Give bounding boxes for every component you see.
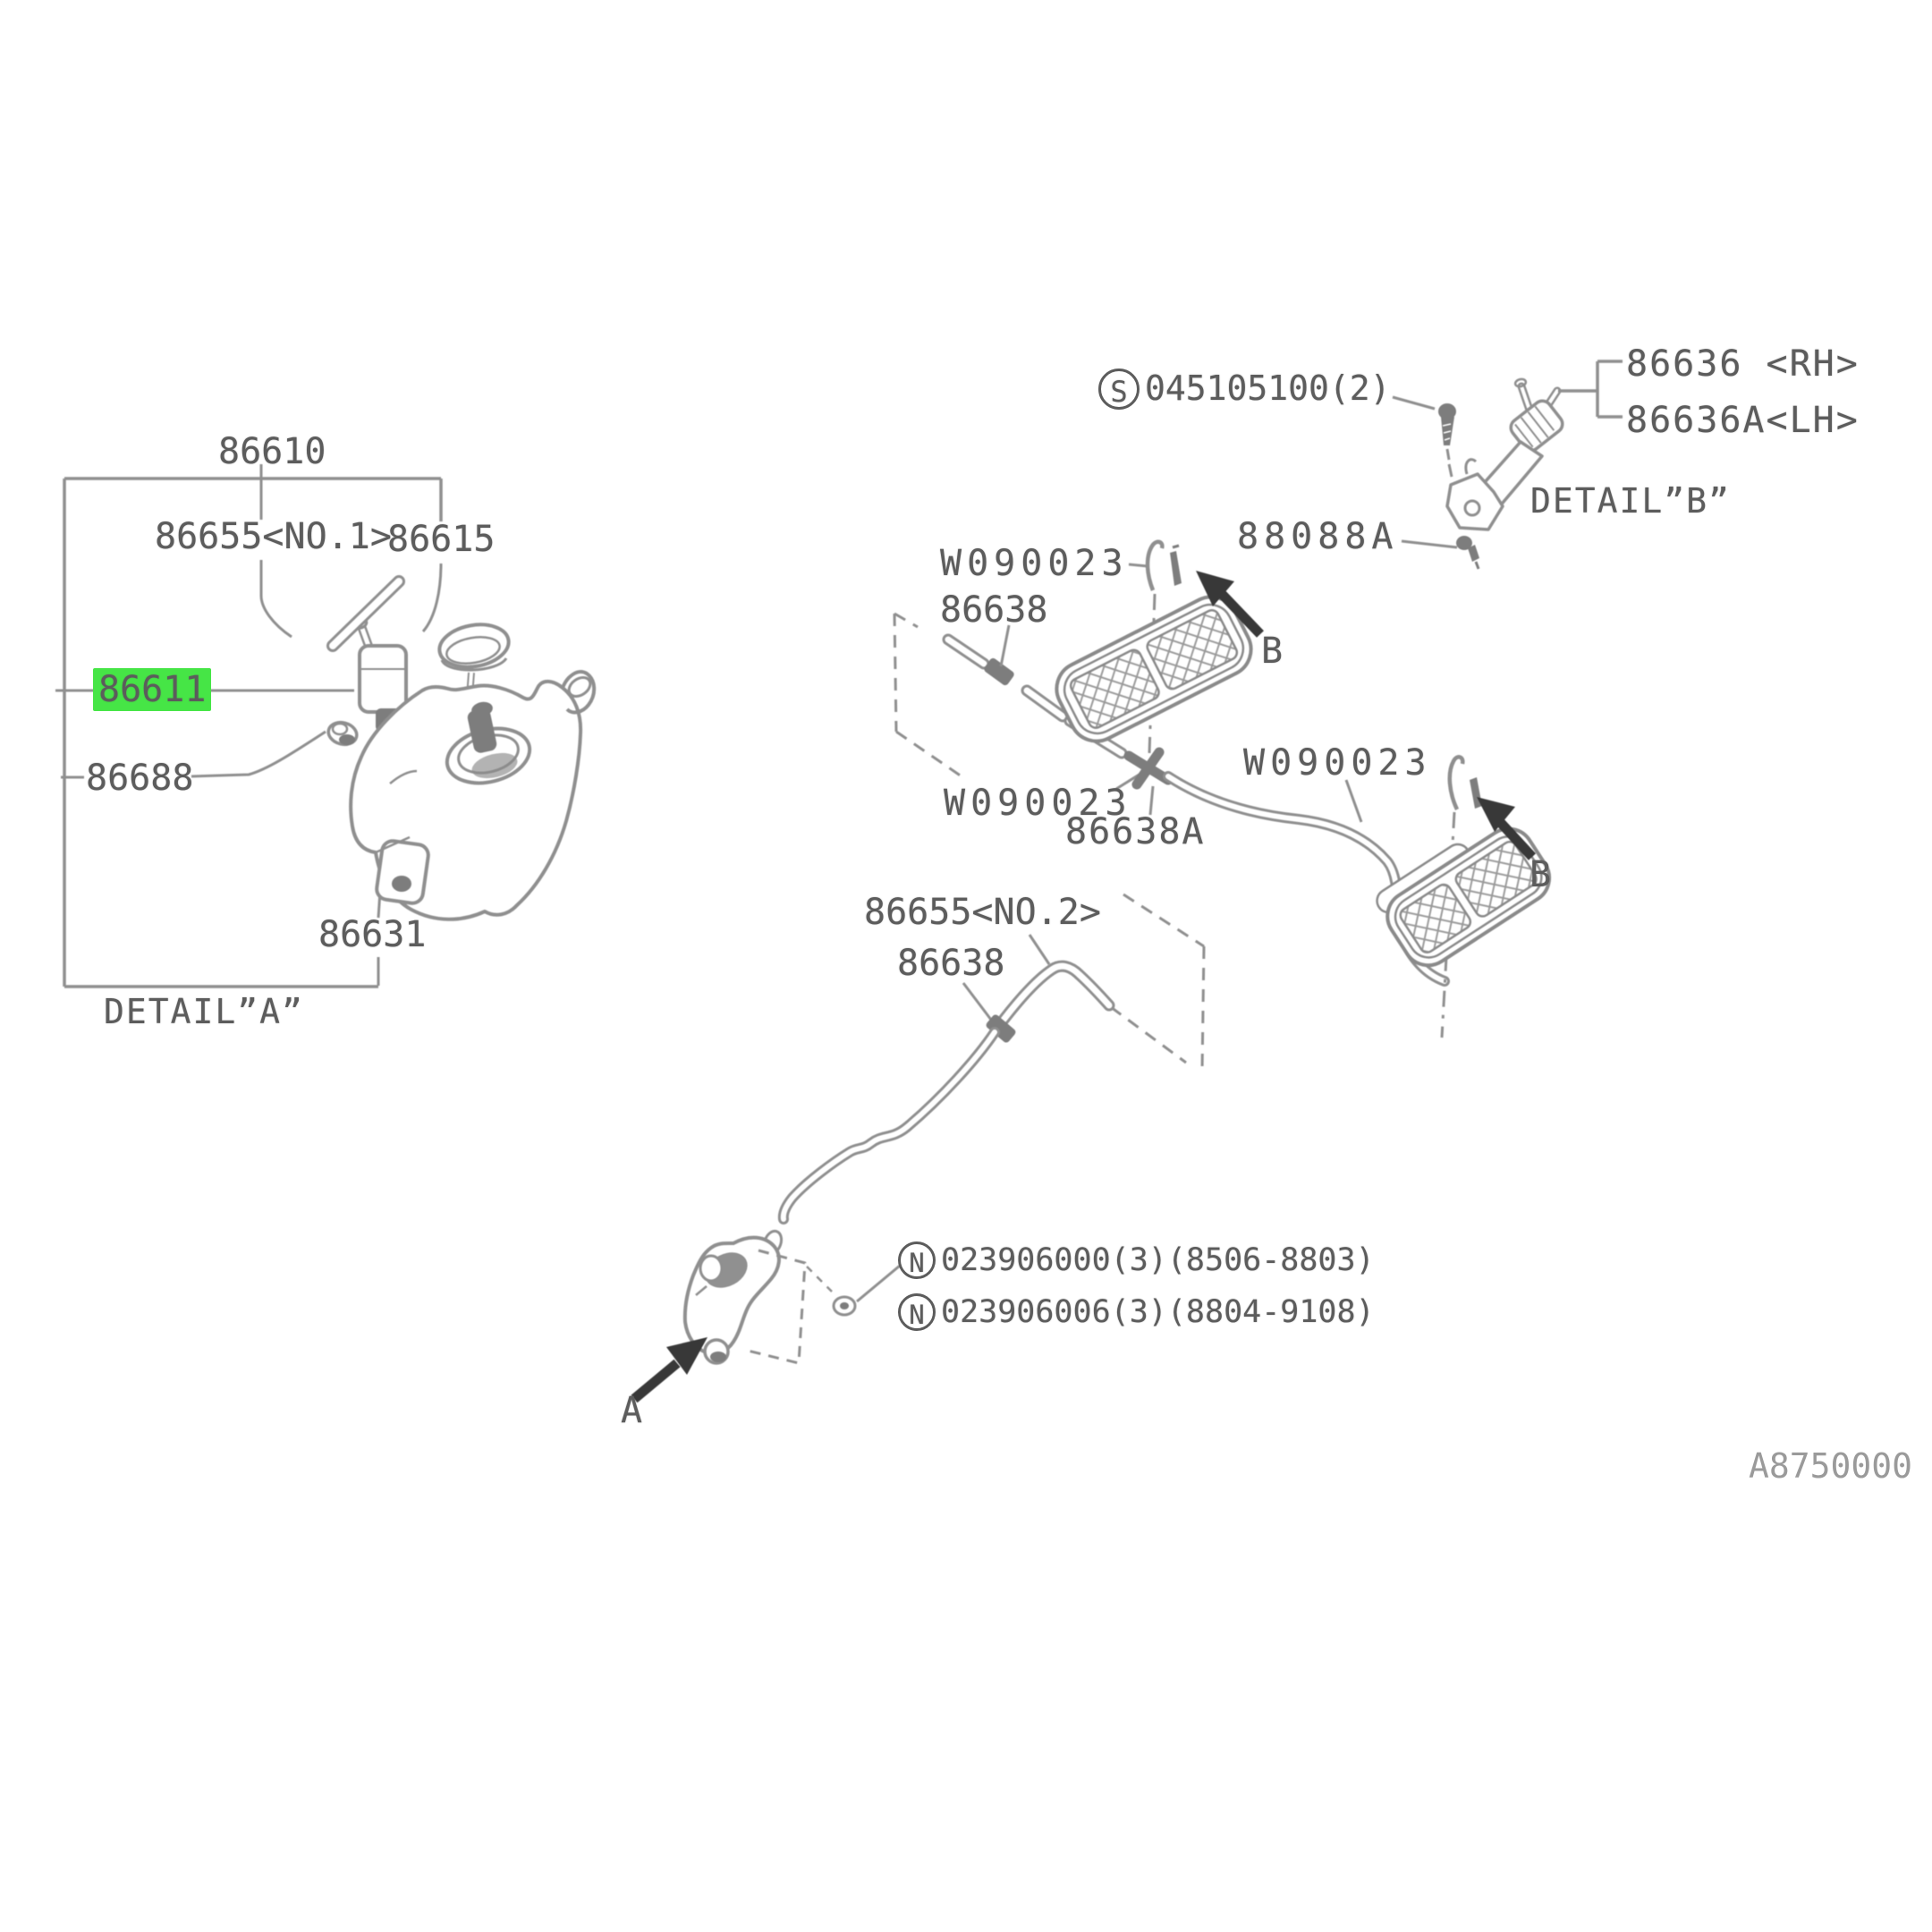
clip-pin-top-drawing bbox=[1145, 539, 1182, 591]
nozzle-right-drawing bbox=[1376, 826, 1552, 968]
part-label-86615: 86615 bbox=[387, 519, 496, 560]
grommet-drawing bbox=[326, 720, 359, 747]
bracket-label-lines bbox=[1558, 360, 1623, 419]
detail-a-box bbox=[63, 477, 443, 988]
screw-spec-number: 045105100(2) bbox=[1145, 369, 1391, 409]
detail-b-title: DETAIL”B” bbox=[1530, 481, 1731, 521]
part-label-86655-no2: 86655<NO.2> bbox=[864, 892, 1101, 933]
hose-bent-drawing bbox=[986, 960, 1115, 1043]
view-b-top-label: B bbox=[1261, 631, 1284, 672]
part-label-86631: 86631 bbox=[318, 914, 427, 955]
dashed-panel-right bbox=[1110, 893, 1206, 1072]
hose-long-drawing bbox=[777, 1027, 1000, 1224]
nut-spec-line-1: N 023906000(3)(8506-8803) bbox=[898, 1241, 1375, 1279]
view-b-right-label: B bbox=[1530, 854, 1552, 895]
n-symbol-icon: N bbox=[898, 1241, 936, 1279]
nozzle-top-drawing bbox=[1055, 595, 1253, 743]
part-label-w090023-mid: W090023 bbox=[944, 783, 1132, 824]
part-label-86638-low: 86638 bbox=[897, 943, 1005, 984]
part-label-86636-rh: 86636 <RH> bbox=[1626, 343, 1860, 385]
arrow-a-icon bbox=[631, 1337, 708, 1403]
part-label-86638-top: 86638 bbox=[940, 589, 1048, 631]
washer-motor-drawing bbox=[682, 1229, 833, 1365]
s-symbol-icon: S bbox=[1098, 369, 1140, 410]
nut-spec-number-2: 023906006(3)(8804-9108) bbox=[941, 1293, 1375, 1330]
arrow-b-top-icon bbox=[1196, 571, 1264, 638]
x-joint-drawing bbox=[1123, 747, 1174, 790]
nut-spec-number-1: 023906000(3)(8506-8803) bbox=[941, 1241, 1375, 1278]
bolt-88088a-drawing bbox=[1401, 536, 1480, 570]
tank-drawing bbox=[349, 670, 597, 921]
dashed-guides-left bbox=[893, 612, 962, 778]
bracket-b-drawing bbox=[1445, 377, 1564, 531]
part-label-w090023-right: W090023 bbox=[1243, 742, 1432, 784]
part-label-88088a: 88088A bbox=[1237, 516, 1399, 557]
part-label-86655-no1: 86655<NO.1> bbox=[155, 516, 392, 557]
part-label-86688: 86688 bbox=[86, 758, 194, 799]
clip-pin-right-drawing bbox=[1447, 755, 1482, 810]
nut-drawing bbox=[832, 1264, 901, 1317]
part-label-86610: 86610 bbox=[218, 431, 326, 472]
screw-drawing bbox=[1392, 395, 1456, 478]
arrow-b-right-icon bbox=[1477, 797, 1537, 860]
center-leader-lines bbox=[962, 563, 1363, 1024]
part-label-86611-highlighted: 86611 bbox=[93, 668, 212, 711]
part-label-w090023-top: W090023 bbox=[940, 543, 1129, 584]
detail-a-title: DETAIL”A” bbox=[104, 992, 304, 1031]
hose-strip-drawing bbox=[326, 575, 405, 652]
screw-spec-line: S 045105100(2) bbox=[1098, 369, 1391, 410]
part-label-86636a-lh: 86636A<LH> bbox=[1626, 400, 1860, 441]
nut-spec-line-2: N 023906006(3)(8804-9108) bbox=[898, 1293, 1375, 1331]
part-label-86638a: 86638A bbox=[1065, 811, 1206, 852]
view-a-label: A bbox=[621, 1390, 643, 1431]
document-code: A8750000 bbox=[1749, 1446, 1913, 1486]
n-symbol-icon: N bbox=[898, 1293, 936, 1331]
